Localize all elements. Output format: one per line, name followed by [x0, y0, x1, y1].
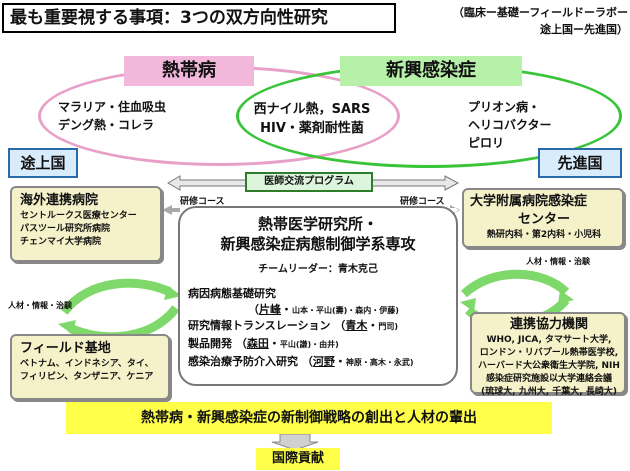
strategy-banner: 熱帯病・新興感染症の新制御戦略の創出と人材の輩出	[66, 402, 552, 434]
overseas-item: セントルークス医療センター	[20, 211, 137, 221]
disease-item: ヘリコバクター	[468, 118, 552, 132]
research-leader: 森田	[246, 337, 269, 350]
field-item: ベトナム、インドネシア、タイ、	[20, 359, 154, 369]
resource-label: 人材・情報・治験	[8, 301, 72, 310]
subtitle: （臨床ー基礎ーフィールドーラボー 途上国ー先進国）	[404, 4, 628, 38]
research-members: 門司)	[378, 322, 399, 331]
disease-item: デング熱・コレラ	[58, 118, 155, 132]
field-item: フィリピン、タンザニア、ケニア	[20, 372, 154, 382]
university-hospital-box: 大学附属病院感染症 センター 熱研内科・第2内科・小児科	[462, 188, 624, 248]
page-title: 最も重要視する事項：3つの双方向性研究	[2, 3, 396, 33]
partner-item: ロンドン・リバプール熱帯医学校,	[479, 348, 619, 358]
research-item: 感染治療予防介入研究 （河野・神原・高木・永武)	[188, 355, 414, 368]
emerging-disease-label: 新興感染症	[340, 56, 522, 86]
training-course-label: 研修コース	[180, 197, 225, 207]
exchange-program-label: 医師交流プログラム	[245, 172, 373, 192]
disease-item: 西ナイル熱，SARS	[253, 102, 371, 117]
research-members: 平山(謙)・由井)	[279, 340, 339, 349]
overseas-title: 海外連携病院	[20, 193, 99, 208]
disease-item: ピロリ	[468, 136, 505, 150]
research-item-label: 研究情報トランスレーション	[188, 319, 331, 332]
institute-title: 熱帯医学研究所・ 新興感染症病態制御学系専攻	[180, 214, 456, 254]
field-bases-box: フィールド基地 ベトナム、インドネシア、タイ、 フィリピン、タンザニア、ケニア	[10, 334, 170, 400]
disease-item: マラリア・住血吸虫	[58, 100, 167, 114]
field-title: フィールド基地	[20, 341, 111, 356]
research-leader: 河野	[312, 355, 335, 368]
overseas-hospitals-box: 海外連携病院 セントルークス医療センター パスツール研究所病院 チェンマイ大学病…	[10, 186, 162, 262]
university-title: 大学附属病院感染症	[470, 194, 588, 209]
subtitle-line: 途上国ー先進国）	[540, 23, 628, 36]
institute-title-line: 新興感染症病態制御学系専攻	[220, 235, 416, 253]
research-item-label: 病因病態基礎研究	[188, 287, 276, 300]
developed-country-label: 先進国	[538, 148, 622, 178]
research-item: 製品開発 （森田・平山(謙)・由井)	[188, 337, 339, 350]
research-members: 神原・高木・永武)	[345, 358, 414, 367]
university-title: センター	[517, 212, 570, 227]
partner-item: (琉球大, 九州大, 千葉大, 長崎大)	[481, 387, 617, 397]
research-item: 病因病態基礎研究	[188, 286, 276, 302]
subtitle-line: （臨床ー基礎ーフィールドーラボー	[452, 6, 628, 19]
institute-box	[178, 206, 458, 386]
left-course-arrow	[162, 205, 180, 215]
training-course-label: 研修コース	[400, 197, 445, 207]
partner-title: 連携協力機関	[509, 317, 588, 332]
team-leader: チームリーダー：青木克己	[258, 264, 378, 275]
research-item: （片峰・山本・平山(壽)・森内・伊藤)	[248, 303, 399, 316]
research-leader: 青木	[345, 319, 368, 332]
research-item-label: 製品開発	[188, 337, 232, 350]
institute-title-line: 熱帯医学研究所・	[257, 215, 378, 233]
international-contribution-label: 国際貢献	[256, 448, 340, 470]
disease-item: プリオン病・	[468, 100, 541, 114]
disease-item: HIV・薬剤耐性菌	[260, 121, 364, 136]
research-members: 山本・平山(壽)・森内・伊藤)	[292, 306, 399, 315]
university-depts: 熱研内科・第2内科・小児科	[486, 230, 602, 240]
partner-institutions-box: 連携協力機関 WHO, JICA, タマサート大学, ロンドン・リバプール熱帯医…	[470, 312, 626, 397]
shared-disease-list: 西ナイル熱，SARS HIV・薬剤耐性菌	[252, 100, 372, 138]
developing-country-label: 途上国	[8, 148, 78, 178]
overseas-item: パスツール研究所病院	[20, 224, 111, 234]
resource-label: 人材・情報・治験	[526, 257, 590, 266]
left-cycle-arrow	[58, 278, 182, 342]
partner-item: 感染症研究施設以大学連絡会議	[485, 374, 612, 384]
down-arrow	[271, 433, 319, 451]
partner-item: WHO, JICA, タマサート大学,	[486, 335, 612, 345]
emerging-disease-list: プリオン病・ ヘリコバクター ピロリ	[468, 98, 598, 152]
partner-item: ハーバード大公衆衛生大学院, NIH	[478, 361, 620, 371]
research-leader: 片峰	[259, 303, 281, 316]
research-item: 研究情報トランスレーション （青木・門司)	[188, 319, 399, 332]
tropical-disease-list: マラリア・住血吸虫 デング熱・コレラ	[58, 98, 198, 134]
research-item-label: 感染治療予防介入研究	[188, 355, 298, 368]
overseas-item: チェンマイ大学病院	[20, 237, 102, 247]
tropical-disease-label: 熱帯病	[124, 56, 254, 86]
